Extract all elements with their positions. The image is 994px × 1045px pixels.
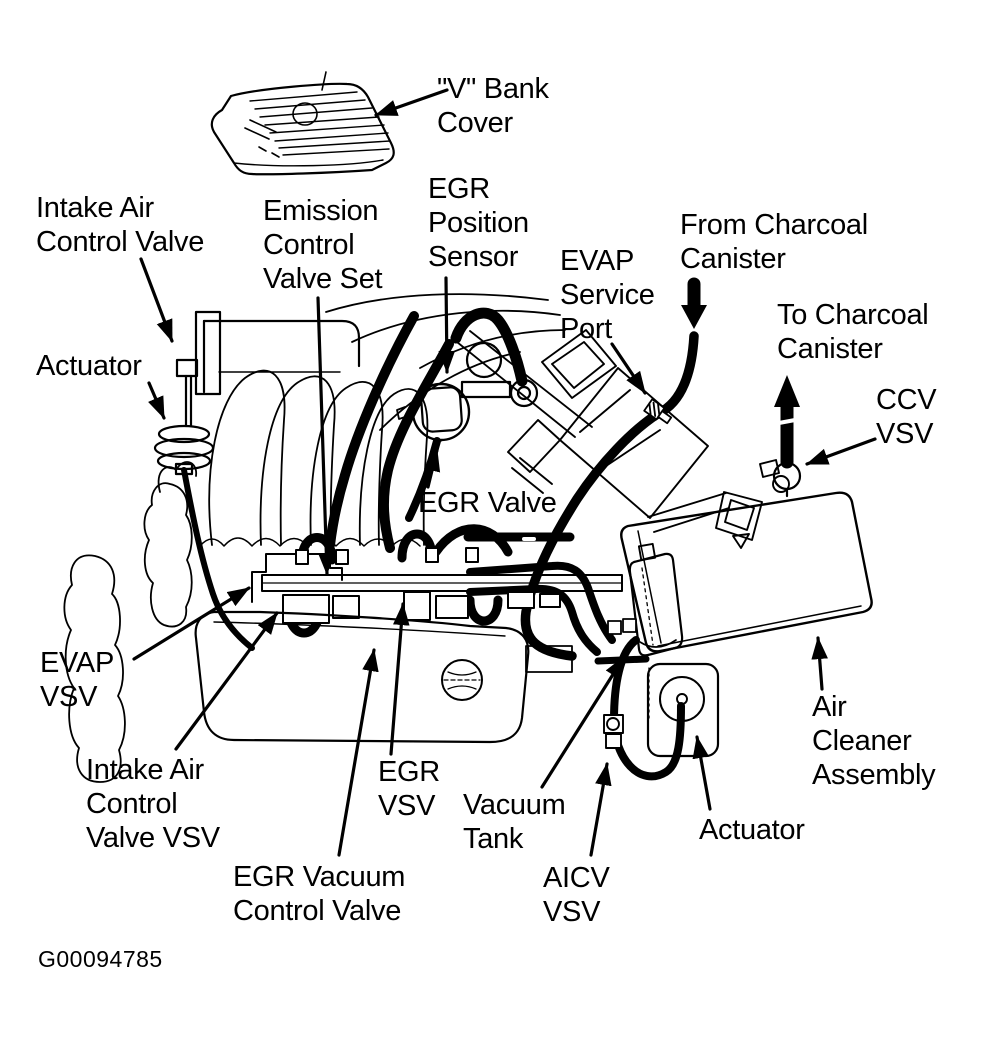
throttle-body-art bbox=[507, 329, 709, 519]
leader-egr-vacuum-control-valve bbox=[337, 648, 379, 857]
cover-badge-text-art bbox=[244, 119, 280, 158]
label-v-bank-cover: "V" Bank Cover bbox=[437, 73, 549, 139]
leader-air-cleaner-assembly bbox=[811, 636, 828, 691]
label-evap-service-port: EVAP Service Port bbox=[560, 245, 655, 345]
leader-v-bank-cover bbox=[374, 88, 449, 117]
intake-tube-art bbox=[647, 491, 763, 549]
label-to-charcoal-canister: To Charcoal Canister bbox=[777, 299, 929, 365]
leader-evap-service-port bbox=[610, 342, 647, 395]
emission-control-valve-set-art bbox=[251, 547, 623, 624]
leader-intake-air-control-valve bbox=[139, 257, 174, 343]
evap-service-port-art bbox=[643, 398, 673, 425]
leader-arrows bbox=[132, 88, 877, 857]
figure-code: G00094785 bbox=[38, 946, 163, 972]
leader-evap-vsv bbox=[132, 586, 251, 661]
leader-actuator-right bbox=[692, 735, 712, 811]
label-actuator-right: Actuator bbox=[699, 814, 805, 846]
label-egr-position-sensor: EGR Position Sensor bbox=[428, 173, 529, 273]
label-egr-valve: EGR Valve bbox=[418, 487, 557, 519]
aicv-vsv-art bbox=[603, 714, 624, 749]
leader-egr-position-sensor bbox=[438, 276, 456, 374]
label-intake-air-control-valve-vsv: Intake Air Control Valve VSV bbox=[86, 754, 220, 854]
leader-aicv-vsv bbox=[589, 762, 612, 857]
ccv-vsv-art bbox=[759, 459, 802, 498]
label-from-charcoal-canister: From Charcoal Canister bbox=[680, 209, 868, 275]
lower-cover-art bbox=[194, 610, 573, 744]
label-intake-air-control-valve: Intake Air Control Valve bbox=[36, 192, 205, 258]
to-charcoal-arrow bbox=[774, 375, 800, 469]
vacuum-tank-art bbox=[607, 542, 684, 657]
label-actuator-left: Actuator bbox=[36, 350, 142, 382]
actuator-right-art bbox=[646, 662, 720, 758]
leader-intake-air-control-valve-vsv bbox=[174, 611, 279, 751]
label-aicv-vsv: AICV VSV bbox=[543, 862, 610, 928]
label-ccv-vsv: CCV VSV bbox=[876, 384, 937, 450]
from-charcoal-arrow bbox=[681, 277, 707, 329]
label-vacuum-tank: Vacuum Tank bbox=[463, 789, 566, 855]
label-egr-vacuum-control-valve: EGR Vacuum Control Valve bbox=[233, 861, 406, 927]
leader-vacuum-tank bbox=[540, 655, 626, 789]
label-emission-control-valve-set: Emission Control Valve Set bbox=[263, 195, 383, 295]
v-bank-cover-art bbox=[210, 71, 395, 176]
leader-actuator-left bbox=[147, 381, 166, 420]
leader-egr-valve bbox=[423, 448, 441, 489]
leader-emission-control-valve-set bbox=[316, 296, 335, 576]
intake-plenum-art bbox=[194, 310, 361, 396]
leader-ccv-vsv bbox=[805, 437, 877, 466]
air-cleaner-assembly-art bbox=[620, 475, 873, 653]
label-egr-vsv: EGR VSV bbox=[378, 756, 440, 822]
leader-egr-vsv bbox=[389, 602, 410, 756]
label-air-cleaner-assembly: Air Cleaner Assembly bbox=[812, 691, 936, 791]
label-evap-vsv: EVAP VSV bbox=[40, 647, 115, 713]
left-bracket-blobs-art bbox=[63, 461, 197, 783]
